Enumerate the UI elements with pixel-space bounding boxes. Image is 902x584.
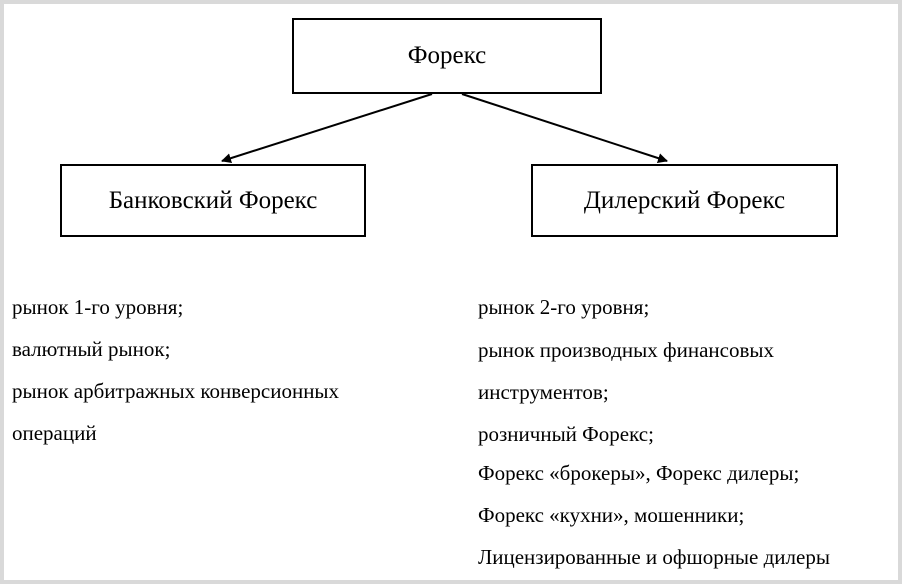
list-item: розничный Форекс; [478,422,654,446]
node-forex: Форекс [292,18,602,94]
list-item: рынок 2-го уровня; [478,295,650,319]
list-item: рынок 1-го уровня; [12,295,184,319]
list-item: валютный рынок; [12,337,171,361]
list-item: инструментов; [478,380,609,404]
list-item: Лицензированные и офшорные дилеры [478,545,830,569]
list-item: Форекс «брокеры», Форекс дилеры; [478,461,800,485]
list-item: Форекс «кухни», мошенники; [478,503,745,527]
arrow-root-to-left [221,93,433,164]
node-bank-forex-label: Банковский Форекс [108,186,318,214]
node-forex-label: Форекс [407,42,487,69]
list-item: рынок производных финансовых [478,338,775,362]
bank-forex-characteristics: рынок 1-го уровня; валютный рынок; рынок… [12,292,432,460]
list-item: рынок арбитражных конверсионных [12,379,340,403]
list-item: операций [12,421,97,445]
node-bank-forex: Банковский Форекс [60,164,366,237]
node-dealer-forex: Дилерский Форекс [531,164,838,237]
connector-lines [221,93,668,164]
dealer-forex-characteristics: рынок 2-го уровня; рынок производных фин… [478,292,893,584]
arrow-root-to-right [461,93,668,163]
diagram-canvas: Форекс Банковский Форекс Дилерский Форек… [4,4,898,580]
node-dealer-forex-label: Дилерский Форекс [583,186,786,214]
